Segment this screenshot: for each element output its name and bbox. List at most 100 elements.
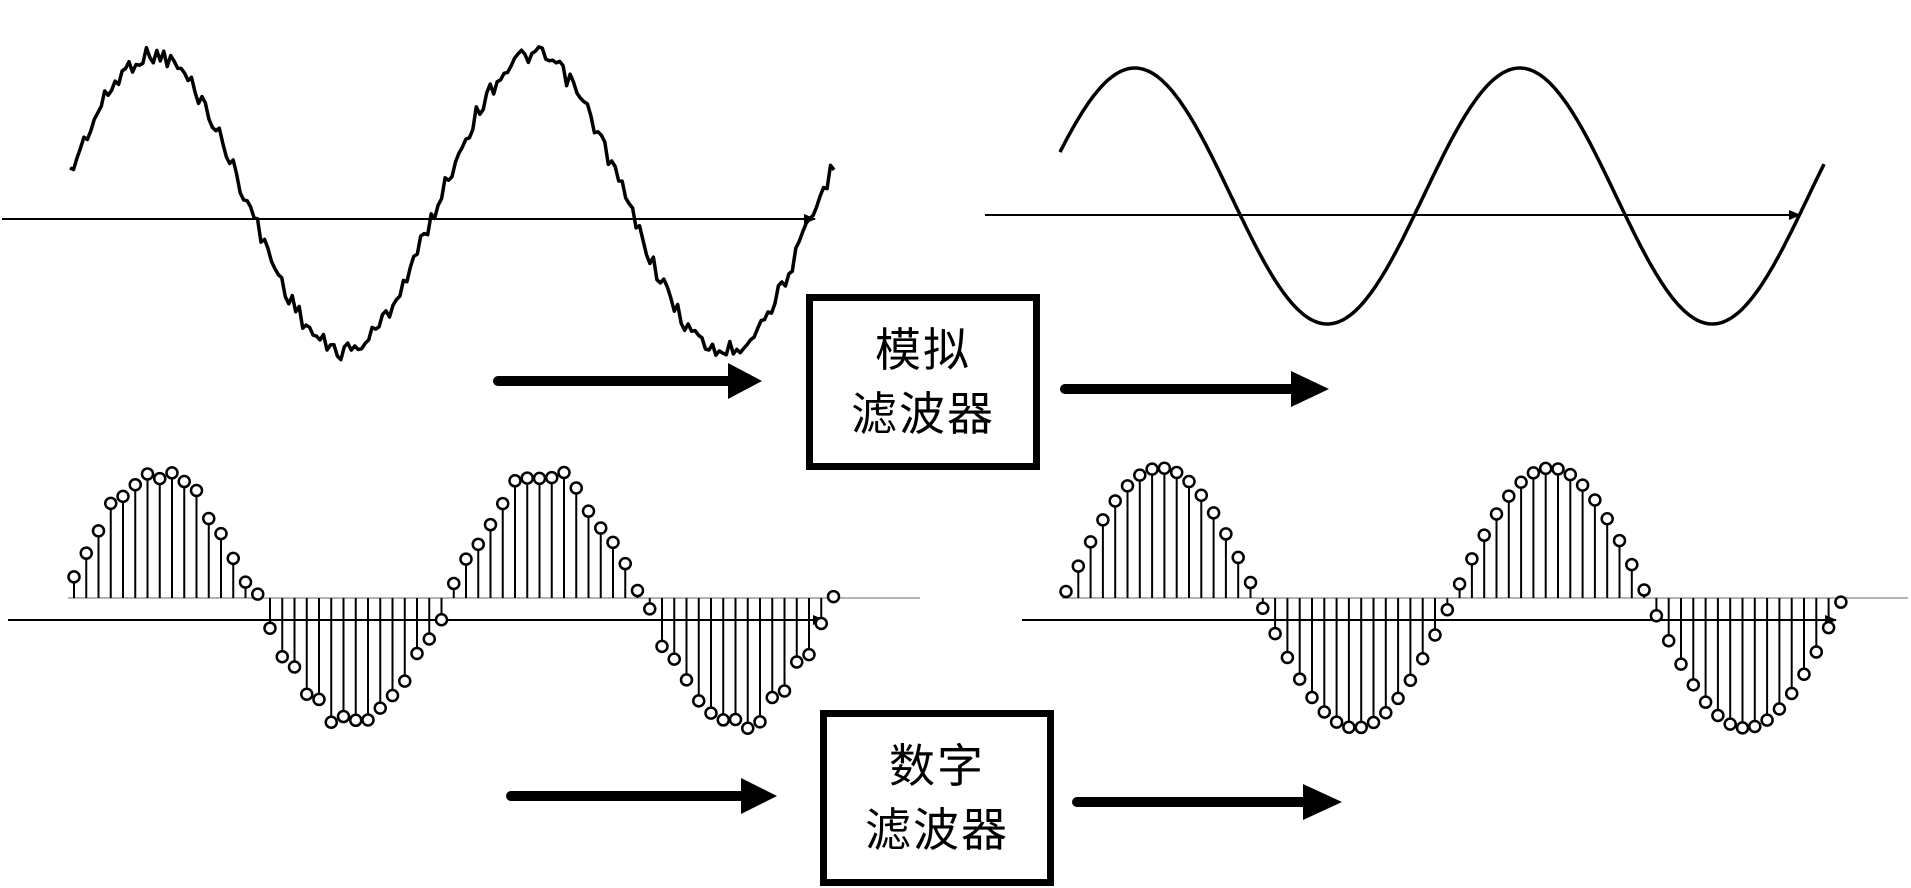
noisy-sample-marker bbox=[202, 511, 216, 526]
noisy-sample-marker bbox=[459, 552, 473, 566]
clean-sample-marker bbox=[1784, 686, 1799, 701]
clean-sample-marker bbox=[1588, 493, 1602, 507]
noisy-sample-marker bbox=[520, 471, 534, 485]
noisy-sample-marker bbox=[655, 639, 669, 654]
noisy-sample-marker bbox=[177, 474, 191, 489]
noisy-sample-marker bbox=[741, 721, 755, 735]
noisy-sample-marker bbox=[704, 706, 718, 720]
clean-sample-stems bbox=[1059, 461, 1848, 735]
clean-sample-marker bbox=[1342, 720, 1356, 735]
clean-sample-marker bbox=[1612, 533, 1627, 548]
clean-sample-marker bbox=[1551, 462, 1565, 476]
clean-sample-marker bbox=[1674, 657, 1688, 671]
noisy-sampled-signal-panel bbox=[8, 465, 920, 735]
clean-sample-marker bbox=[1637, 583, 1651, 597]
noisy-sample-marker bbox=[116, 489, 130, 504]
clean-sample-marker bbox=[1809, 645, 1824, 659]
noisy-sample-marker bbox=[287, 660, 302, 674]
clean-analog-signal-panel bbox=[985, 66, 1826, 326]
clean-sample-marker bbox=[1514, 475, 1528, 489]
noisy-sample-marker bbox=[618, 556, 632, 571]
clean-sample-marker bbox=[1686, 678, 1701, 692]
clean-sample-marker bbox=[1821, 620, 1836, 635]
clean-sample-marker bbox=[1354, 720, 1368, 735]
noisy-sample-marker bbox=[67, 570, 81, 584]
clean-sample-marker bbox=[1661, 634, 1676, 648]
clean-sample-marker bbox=[1563, 467, 1578, 482]
noisy-analog-signal-panel bbox=[2, 45, 836, 362]
clean-sample-marker bbox=[1157, 461, 1172, 476]
analog-filter-box: 模拟 滤波器 bbox=[806, 294, 1040, 470]
clean-sample-marker bbox=[1071, 559, 1086, 573]
clean-sample-marker bbox=[1735, 721, 1750, 735]
clean-sample-marker bbox=[1711, 708, 1725, 723]
noisy-sample-marker bbox=[361, 713, 375, 727]
noisy-sample-marker bbox=[496, 496, 510, 511]
noisy-sample-marker bbox=[471, 537, 485, 552]
noisy-sample-marker bbox=[753, 715, 767, 729]
clean-sample-marker bbox=[1059, 584, 1073, 599]
clean-sample-marker bbox=[1575, 478, 1590, 492]
clean-sample-marker bbox=[1083, 535, 1098, 549]
clean-sample-marker bbox=[1834, 595, 1848, 609]
clean-sample-marker bbox=[1256, 601, 1270, 616]
noisy-sample-marker bbox=[128, 477, 142, 492]
noisy-sample-stems bbox=[67, 465, 841, 735]
clean-sample-marker bbox=[1292, 672, 1307, 686]
clean-sample-marker bbox=[1317, 705, 1332, 719]
noisy-sample-marker bbox=[447, 576, 461, 591]
analog-filter-label-line1: 模拟 bbox=[875, 323, 971, 377]
clean-sample-marker bbox=[1723, 717, 1737, 731]
clean-sample-marker bbox=[1415, 652, 1430, 666]
clean-sample-marker bbox=[1465, 552, 1479, 566]
clean-sample-marker bbox=[1182, 474, 1196, 489]
noisy-sample-marker bbox=[630, 583, 645, 598]
noisy-sample-marker bbox=[165, 466, 179, 480]
noisy-sample-marker bbox=[189, 483, 204, 498]
clean-sample-marker bbox=[1526, 466, 1541, 480]
noisy-sample-marker bbox=[826, 589, 841, 604]
clean-sample-marker bbox=[1231, 550, 1245, 565]
noisy-sample-marker bbox=[91, 524, 106, 538]
clean-sample-marker bbox=[1698, 695, 1713, 709]
noisy-sample-marker bbox=[140, 467, 155, 481]
clean-sample-marker bbox=[1477, 528, 1491, 542]
noisy-sample-marker bbox=[336, 709, 351, 724]
noisy-sample-marker bbox=[667, 652, 681, 666]
noisy-sample-marker bbox=[716, 713, 730, 727]
noisy-sample-marker bbox=[777, 684, 792, 698]
noisy-sample-marker bbox=[581, 504, 596, 518]
noisy-sample-marker bbox=[153, 471, 167, 486]
clean-sample-marker bbox=[1194, 488, 1209, 502]
noisy-sample-marker bbox=[263, 621, 277, 635]
noisy-sample-marker bbox=[606, 535, 620, 550]
noisy-sample-marker bbox=[422, 632, 436, 646]
clean-sample-marker bbox=[1600, 511, 1614, 526]
clean-sampled-signal-panel bbox=[1022, 461, 1908, 735]
clean-sample-marker bbox=[1268, 626, 1282, 641]
clean-sample-marker bbox=[1096, 513, 1110, 527]
noisy-sample-marker bbox=[324, 715, 338, 730]
noisy-sample-marker bbox=[508, 474, 522, 488]
noisy-sample-marker bbox=[238, 575, 253, 589]
noisy-sample-marker bbox=[643, 602, 657, 616]
noisy-sample-marker bbox=[312, 692, 326, 707]
clean-sample-marker bbox=[1169, 465, 1184, 480]
noisy-sample-marker bbox=[385, 688, 400, 703]
noisy-sample-marker bbox=[251, 587, 265, 601]
digital-output-arrow bbox=[1072, 784, 1342, 820]
clean-sample-marker bbox=[1120, 479, 1135, 493]
digital-filter-label-line1: 数字 bbox=[889, 739, 985, 793]
clean-sample-marker bbox=[1329, 715, 1344, 729]
digital-input-arrow bbox=[506, 778, 777, 814]
noisy-sample-marker bbox=[679, 673, 694, 687]
clean-sample-marker bbox=[1625, 557, 1639, 572]
noisy-sample-marker bbox=[300, 687, 314, 701]
noisy-sample-marker bbox=[104, 496, 118, 511]
clean-sample-marker bbox=[1366, 715, 1381, 730]
noisy-sample-marker bbox=[226, 551, 240, 566]
clean-sample-marker bbox=[1280, 650, 1295, 665]
clean-sample-marker bbox=[1772, 702, 1787, 716]
clean-sample-marker bbox=[1649, 609, 1664, 623]
noisy-sample-marker bbox=[692, 694, 706, 708]
